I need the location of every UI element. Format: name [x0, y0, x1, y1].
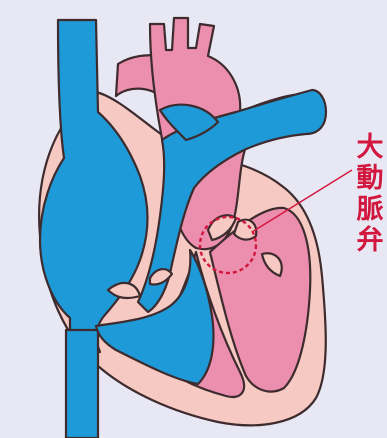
inferior-vena-cava	[66, 330, 98, 438]
label-char: 脈	[355, 194, 385, 225]
aortic-valve-label: 大 動 脈 弁	[355, 132, 385, 256]
label-char: 動	[355, 163, 385, 194]
label-char: 大	[355, 132, 385, 163]
label-char: 弁	[355, 225, 385, 256]
